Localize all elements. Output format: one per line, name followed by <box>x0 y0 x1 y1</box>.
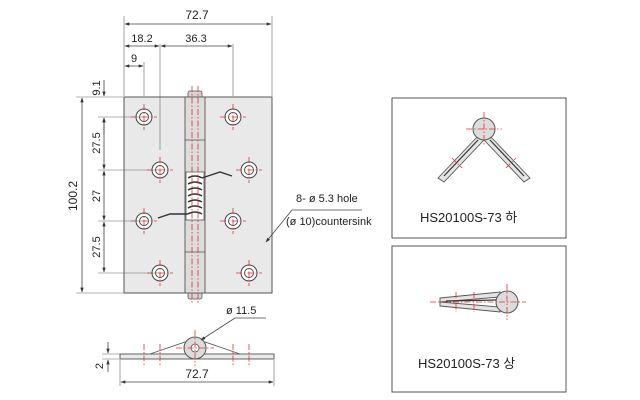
detail-view-open: HS20100S-73 상 <box>391 245 567 393</box>
detail1-label: HS20100S-73 하 <box>420 210 517 225</box>
hole-callout-line1: 8- ø 5.3 hole <box>296 193 358 205</box>
mounting-hole-1 <box>131 104 157 130</box>
dim-9: 9 <box>131 53 137 65</box>
dim-line-11-5 <box>200 317 236 341</box>
dim-72-7-bottom: 72.7 <box>185 367 209 381</box>
detail2-spring <box>445 299 497 302</box>
detail2-label: HS20100S-73 상 <box>418 356 515 371</box>
dim-36-3: 36.3 <box>185 33 206 45</box>
mounting-hole-8 <box>236 260 262 286</box>
front-dimensions: 72.7 18.2 36.3 9 9.1 27.5 27 27.5 100.2 … <box>66 8 372 294</box>
mounting-hole-7 <box>147 260 173 286</box>
spring-window <box>185 171 205 221</box>
spring-arm-left <box>157 213 188 219</box>
right-leaf <box>199 96 273 294</box>
mounting-hole-2 <box>220 104 246 130</box>
mounting-hole-6 <box>220 208 246 234</box>
dim-72-7-top: 72.7 <box>185 8 209 22</box>
dim-27-5-a: 27.5 <box>91 132 103 153</box>
dim-11-5: ø 11.5 <box>226 305 256 317</box>
detail1-hole-mark-2 <box>505 157 517 169</box>
dim-9-1: 9.1 <box>91 80 103 95</box>
left-leaf <box>123 96 191 294</box>
hole-callout-leader <box>265 209 293 243</box>
dim-27: 27 <box>91 190 103 202</box>
spring-coils <box>187 175 203 215</box>
detail-frame-2 <box>391 245 567 393</box>
dim-18-2: 18.2 <box>131 33 152 45</box>
spring-arm-right <box>201 171 233 179</box>
mounting-hole-4 <box>236 157 262 183</box>
mounting-holes <box>131 104 262 286</box>
detail1-spring-left <box>443 139 479 177</box>
dim-2: 2 <box>94 363 106 369</box>
side-view: ø 11.5 2 72.7 <box>94 305 275 386</box>
detail1-hole-mark-1 <box>451 157 463 169</box>
dim-100-2: 100.2 <box>66 181 80 211</box>
detail1-spring-right <box>489 139 525 177</box>
dim-27-5-b: 27.5 <box>91 236 103 257</box>
front-view <box>123 86 273 304</box>
hole-callout-line2: (ø 10)countersink <box>286 216 372 228</box>
detail-view-closed: HS20100S-73 하 <box>391 97 567 239</box>
